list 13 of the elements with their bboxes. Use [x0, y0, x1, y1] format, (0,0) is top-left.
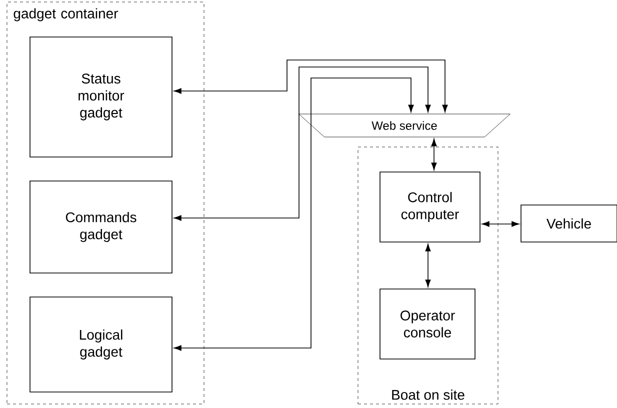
process-box: Status monitor gadget	[30, 36, 172, 158]
web-service-trapezoid: Web service	[298, 114, 510, 138]
process-box: Commands gadget	[30, 180, 172, 274]
process-box: Logical gadget	[30, 296, 172, 392]
process-box: Control computer	[380, 172, 480, 242]
arrow	[431, 138, 437, 170]
process-box: Vehicle	[520, 204, 617, 242]
arrow	[174, 66, 431, 221]
arrow	[174, 60, 448, 112]
process-box: Operator console	[380, 288, 476, 360]
arrow	[174, 78, 414, 351]
arrow	[482, 221, 520, 227]
arrow	[425, 244, 431, 288]
